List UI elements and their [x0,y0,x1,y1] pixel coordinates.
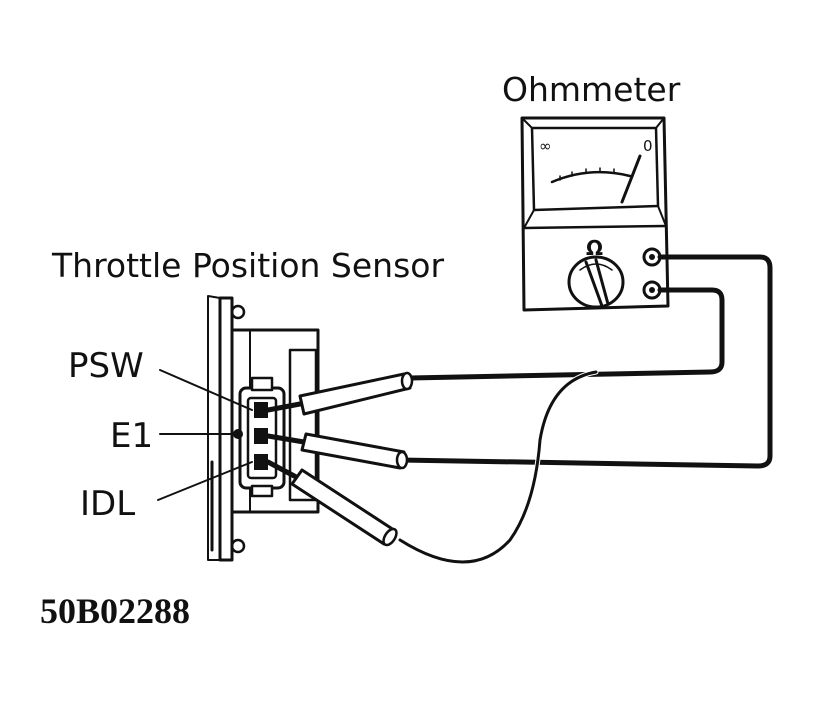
figure-code: 50B02288 [40,591,191,631]
range-knob[interactable] [567,255,625,309]
sensor-mounting-plate [207,295,320,562]
ohmmeter-body [520,116,670,312]
terminal-psw-pin [254,402,268,418]
leader-line-psw [159,369,253,411]
meter-scale-infinity: ∞ [539,137,552,155]
probe-e1[interactable] [265,432,409,470]
probe-idl[interactable] [265,459,399,547]
terminal-idl-pin [254,454,268,470]
terminal-e1-pin [254,428,268,444]
terminal-idl-label: IDL [80,484,136,524]
lead-wire-crossing-line [398,370,598,564]
lead-wire-crossing [397,369,599,565]
e1-junction-dot [233,429,243,439]
sensor-label: Throttle Position Sensor [52,246,445,285]
terminal-psw-label: PSW [68,346,144,386]
ohmmeter-label: Ohmmeter [502,70,681,109]
leader-line-idl [157,461,253,501]
probe-psw[interactable] [265,371,414,416]
meter-scale-zero: 0 [643,137,653,155]
terminal-e1-label: E1 [110,416,154,456]
lead-wire-lower [407,287,725,381]
ohm-symbol: Ω [586,236,603,260]
lead-wire-upper [397,254,773,469]
